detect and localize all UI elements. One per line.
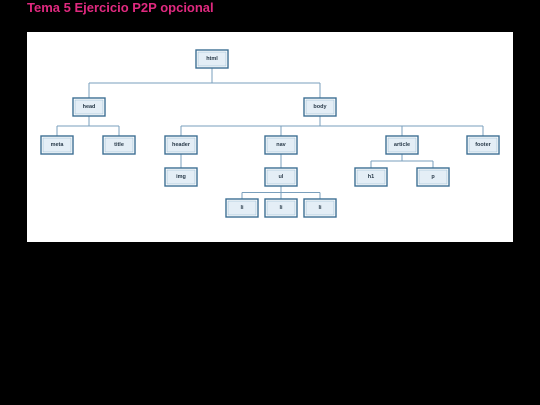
node-h1: h1 (354, 167, 388, 187)
node-label: header (172, 142, 191, 148)
node-label: li (318, 205, 322, 211)
node-box-inner (227, 200, 257, 216)
node-header: header (164, 135, 198, 155)
node-img: img (164, 167, 198, 187)
node-p: p (416, 167, 450, 187)
dom-tree-diagram: html head body meta title header nav article foo… (27, 32, 513, 242)
node-box-inner (197, 51, 227, 67)
node-label: title (114, 142, 124, 148)
node-box-inner (266, 200, 296, 216)
node-label: head (83, 104, 96, 110)
node-box-inner (305, 200, 335, 216)
node-box-inner (387, 137, 417, 153)
node-label: footer (475, 142, 491, 148)
node-meta: meta (40, 135, 74, 155)
node-nav: nav (264, 135, 298, 155)
node-box-inner (104, 137, 134, 153)
node-box-inner (266, 169, 296, 185)
node-li1: li (225, 198, 259, 218)
node-box-inner (305, 99, 335, 115)
node-label: html (206, 56, 218, 62)
node-box-inner (166, 137, 196, 153)
node-html: html (195, 49, 229, 69)
node-label: h1 (368, 174, 374, 180)
node-label: article (394, 142, 410, 148)
node-li2: li (264, 198, 298, 218)
dom-tree-svg: html head body meta title header nav article foo… (40, 49, 500, 218)
node-label: meta (51, 142, 65, 148)
page-title: Tema 5 Ejercicio P2P opcional (27, 0, 214, 15)
tree-nodes: html head body meta title header nav article foo… (40, 49, 500, 218)
node-label: li (240, 205, 244, 211)
node-box-inner (74, 99, 104, 115)
node-box-inner (166, 169, 196, 185)
node-footer: footer (466, 135, 500, 155)
node-label: body (313, 104, 327, 110)
node-box-inner (266, 137, 296, 153)
node-box-inner (468, 137, 498, 153)
node-label: img (176, 174, 186, 180)
tree-edges (56, 68, 484, 199)
node-ul: ul (264, 167, 298, 187)
node-box-inner (42, 137, 72, 153)
node-article: article (385, 135, 419, 155)
node-label: li (279, 205, 283, 211)
node-box-inner (418, 169, 448, 185)
node-label: p (431, 174, 435, 180)
node-title: title (102, 135, 136, 155)
node-li3: li (303, 198, 337, 218)
node-head: head (72, 97, 106, 117)
node-box-inner (356, 169, 386, 185)
node-body: body (303, 97, 337, 117)
node-label: ul (279, 174, 284, 180)
node-label: nav (276, 142, 286, 148)
